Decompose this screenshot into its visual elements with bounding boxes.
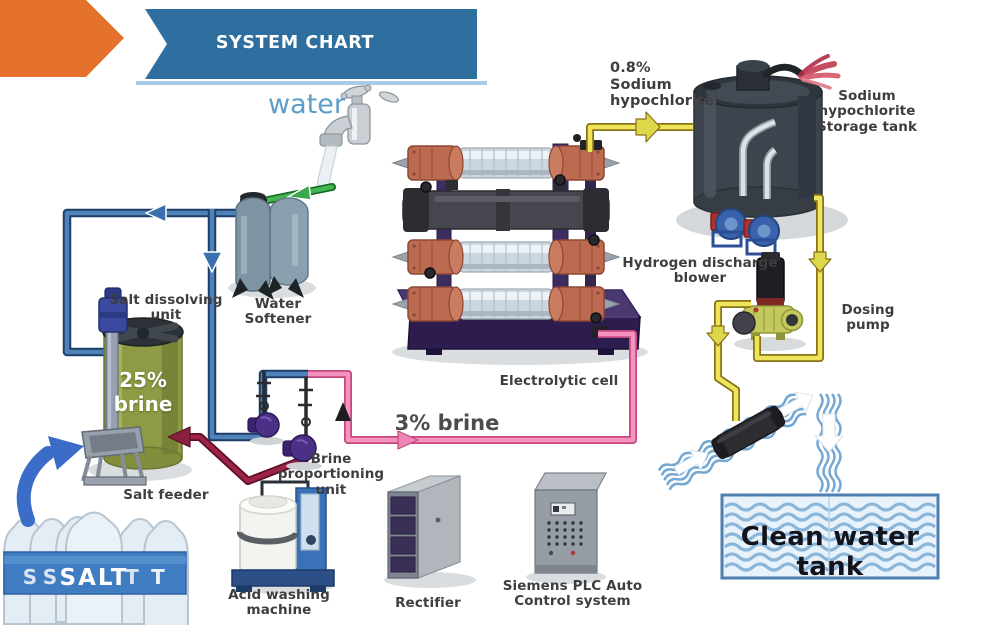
- plc-label: Siemens PLC Auto Control system: [502, 578, 643, 610]
- storage-tank-label: Sodium hypochlorite Storage tank: [816, 88, 918, 135]
- brine-proportioning-label: Brine proportioning unit: [277, 451, 385, 498]
- flow-arrow-icon: [673, 449, 709, 476]
- blue-arrow-down-icon: [201, 251, 223, 273]
- salt-bag-letter: S: [23, 565, 37, 589]
- hydrogen-blower-label: Hydrogen discharge blower: [622, 255, 778, 287]
- water-wave-pattern: [723, 502, 937, 572]
- salt-bag-label: SALT: [60, 565, 129, 591]
- clean-water-tank-label: Clean water tank: [740, 522, 920, 582]
- salt-bags: S S SALT T T: [3, 511, 189, 625]
- electrolytic-cell-label: Electrolytic cell: [499, 373, 619, 389]
- storage-tank: [676, 54, 848, 256]
- flow-arrow-down-icon: [813, 413, 845, 453]
- electrolytic-cell: [392, 134, 648, 365]
- maroon-arrow-icon: [167, 426, 191, 448]
- naocl-concentration-label: 0.8% Sodium hypochlorite: [610, 60, 715, 110]
- hydrogen-blower-1: [710, 208, 747, 248]
- banner-underline: [136, 81, 487, 85]
- inlet-water-pipe: [264, 183, 336, 204]
- plc-buttons: [547, 521, 583, 546]
- injection-sleeve: [711, 405, 786, 460]
- blue-arrow-left-icon: [145, 203, 167, 223]
- rectifier-label: Rectifier: [395, 595, 461, 611]
- dosing-pump-label: Dosing pump: [841, 302, 895, 334]
- water-pipes: [62, 203, 308, 442]
- brine3-pipe: [308, 330, 637, 450]
- pink-arrow-right-icon: [397, 430, 419, 450]
- check-valve-arrow-icon: [335, 402, 351, 421]
- vent-pipe: [762, 63, 805, 78]
- hypochlorite-pipes: [586, 111, 832, 421]
- flow-arrow-icon: [778, 391, 814, 418]
- plc-cabinet: [526, 472, 607, 584]
- dark-electrode-tube: [402, 180, 610, 232]
- faucet: [316, 84, 400, 187]
- green-arrow-icon: [285, 183, 312, 201]
- yellow-arrow-right-icon: [635, 111, 661, 143]
- salt-dissolving-label: Salt dissolving unit: [109, 292, 223, 324]
- feeder-motor: [98, 287, 128, 333]
- clean-water-tank: [720, 493, 940, 580]
- dosing-pump: [732, 252, 806, 351]
- rectifier: [384, 475, 476, 588]
- acid-washing-machine: [231, 480, 335, 594]
- salt-loading-arrow: [16, 436, 84, 527]
- water-softener: [228, 192, 316, 300]
- water-source-label: water: [268, 89, 345, 120]
- water-stream: [316, 145, 338, 187]
- cell-valve-knobs: [420, 174, 602, 324]
- hydrogen-blower-2: [743, 215, 780, 256]
- yellow-arrow-down-icon: [706, 325, 730, 347]
- salt-feeder-stand: [81, 426, 147, 486]
- brine-proportioning-unit: [247, 371, 322, 470]
- water-softener-label: Water Softener: [244, 296, 312, 328]
- acid-washing-label: Acid washing machine: [228, 587, 330, 619]
- blower-pipes: [739, 118, 778, 199]
- salt-bag-letter: T: [125, 565, 139, 589]
- salt-bag-letter: T: [151, 565, 165, 589]
- banner-arrow-shape: [0, 0, 124, 77]
- salt-dissolving-unit: [81, 287, 192, 486]
- yellow-arrow-down-icon: [808, 251, 832, 273]
- banner-bar: [145, 9, 477, 79]
- brine3-label: 3% brine: [394, 411, 500, 435]
- salt-feeder-label: Salt feeder: [123, 487, 209, 503]
- hydrogen-plume: [798, 54, 841, 90]
- page-title: SYSTEM CHART: [215, 33, 375, 53]
- brine25-label: 25% brine: [113, 368, 173, 416]
- salt-bag-letter: S: [43, 565, 57, 589]
- banner-graphics: [0, 0, 487, 85]
